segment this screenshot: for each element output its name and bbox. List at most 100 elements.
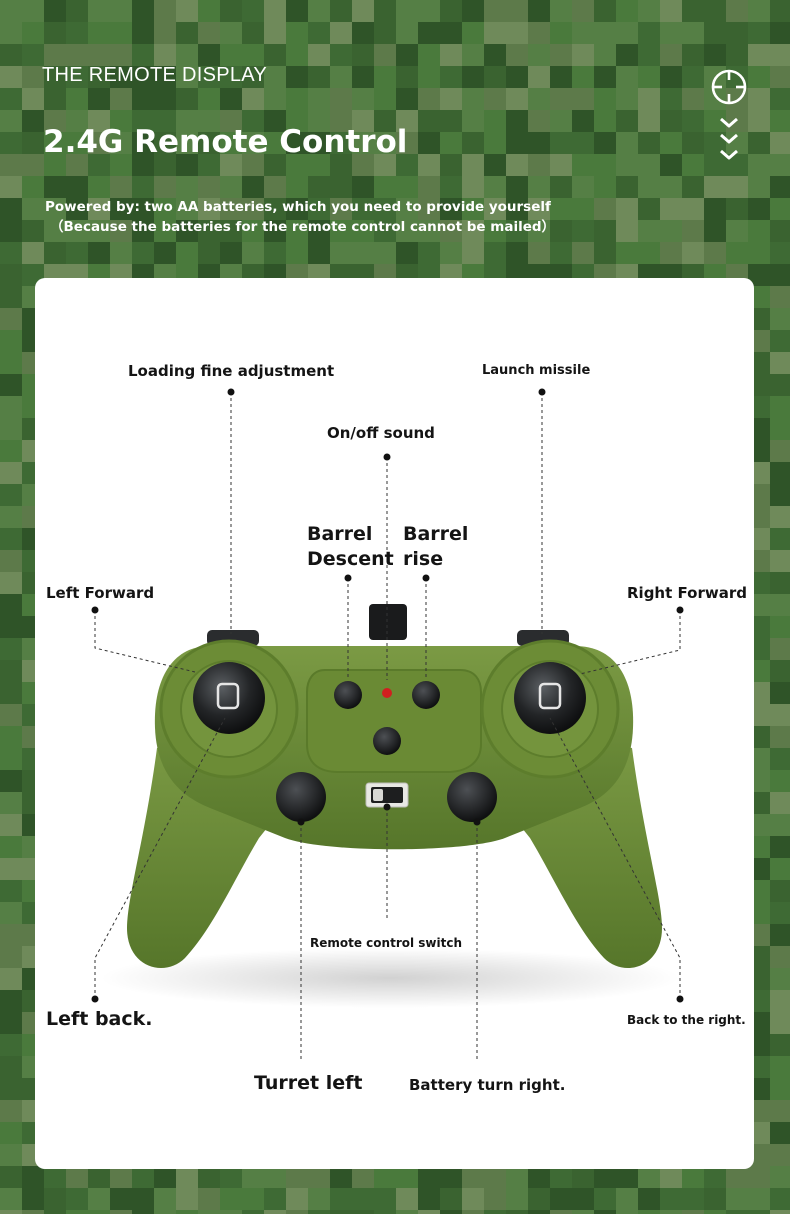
camo-cell [550, 154, 573, 177]
camo-cell [308, 66, 331, 89]
camo-cell [396, 154, 419, 177]
camo-cell [242, 110, 265, 133]
camo-cell [176, 0, 199, 23]
camo-cell [506, 22, 529, 45]
leader-right-forward-dot [676, 606, 684, 614]
camo-cell [572, 1210, 595, 1214]
camo-cell [286, 176, 309, 199]
camo-cell [506, 176, 529, 199]
sound-button[interactable] [373, 727, 401, 755]
camo-cell [770, 220, 790, 243]
camo-cell [726, 176, 749, 199]
camo-cell [638, 176, 661, 199]
camo-cell [770, 726, 790, 749]
camo-cell [220, 154, 243, 177]
camo-cell [110, 88, 133, 111]
camo-cell [198, 66, 221, 89]
camo-cell [572, 132, 595, 155]
camo-cell [770, 308, 790, 331]
camo-cell [352, 1188, 375, 1211]
camo-cell [770, 110, 790, 133]
label-barrel-descent-line1: Barrel [307, 523, 373, 545]
camo-cell [198, 176, 221, 199]
camo-cell [594, 220, 617, 243]
camo-cell [0, 198, 23, 221]
camo-cell [748, 1210, 771, 1214]
camo-cell [88, 176, 111, 199]
camo-cell [44, 22, 67, 45]
camo-cell [66, 242, 89, 265]
camo-cell [242, 132, 265, 155]
camo-cell [374, 66, 397, 89]
camo-cell [704, 154, 727, 177]
camo-cell [308, 132, 331, 155]
camo-cell [264, 88, 287, 111]
camo-cell [242, 88, 265, 111]
camo-cell [242, 1188, 265, 1211]
camo-cell [462, 1210, 485, 1214]
camo-cell [176, 176, 199, 199]
camo-cell [462, 242, 485, 265]
barrel-descent-button[interactable] [334, 681, 362, 709]
camo-cell [770, 990, 790, 1013]
camo-cell [0, 924, 23, 947]
camo-cell [440, 22, 463, 45]
camo-cell [660, 1188, 683, 1211]
camo-cell [176, 22, 199, 45]
camo-cell [550, 176, 573, 199]
camo-cell [770, 66, 790, 89]
camo-cell [330, 0, 353, 23]
camo-cell [374, 1210, 397, 1214]
camo-cell [462, 110, 485, 133]
camo-cell [88, 1210, 111, 1214]
chevron-down-icon [720, 117, 738, 160]
camo-cell [770, 880, 790, 903]
camo-cell [594, 1166, 617, 1189]
antenna [369, 604, 407, 640]
camo-cell [264, 66, 287, 89]
camo-cell [770, 858, 790, 881]
camo-cell [44, 110, 67, 133]
camo-cell [22, 1210, 45, 1214]
camo-cell [0, 110, 23, 133]
camo-cell [22, 176, 45, 199]
camo-cell [0, 0, 23, 23]
leader-barrel-descent-dot [344, 574, 352, 582]
camo-cell [638, 154, 661, 177]
camo-cell [176, 1166, 199, 1189]
camo-cell [0, 374, 23, 397]
camo-cell [440, 176, 463, 199]
barrel-rise-button[interactable] [412, 681, 440, 709]
camo-cell [220, 132, 243, 155]
camo-cell [242, 0, 265, 23]
camo-cell [616, 220, 639, 243]
camo-cell [682, 44, 705, 67]
camo-cell [770, 484, 790, 507]
camo-cell [770, 814, 790, 837]
camo-cell [396, 176, 419, 199]
camo-cell [418, 1210, 441, 1214]
label-right-forward: Right Forward [627, 584, 747, 602]
camo-cell [770, 924, 790, 947]
camo-cell [770, 616, 790, 639]
camo-cell [616, 176, 639, 199]
camo-cell [352, 1166, 375, 1189]
camo-cell [198, 44, 221, 67]
camo-cell [770, 264, 790, 287]
label-barrel-rise-line1: Barrel [403, 523, 469, 545]
camo-cell [44, 176, 67, 199]
camo-cell [770, 1056, 790, 1079]
camo-cell [418, 110, 441, 133]
right-stick-knob[interactable] [514, 662, 586, 734]
turret-right-button[interactable] [447, 772, 497, 822]
camo-cell [0, 66, 23, 89]
camo-cell [484, 1210, 507, 1214]
camo-cell [286, 1188, 309, 1211]
camo-cell [616, 1166, 639, 1189]
camo-cell [176, 198, 199, 221]
left-stick-knob[interactable] [193, 662, 265, 734]
camo-cell [660, 176, 683, 199]
turret-left-button[interactable] [276, 772, 326, 822]
camo-cell [770, 1188, 790, 1211]
